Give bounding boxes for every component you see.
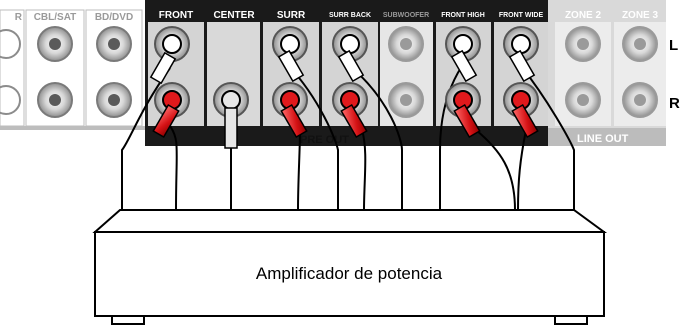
jack-cbl-sat-r	[37, 82, 73, 118]
label-left-channel: L	[669, 37, 678, 54]
cable-surrback-r	[361, 129, 367, 211]
amplifier-foot-left	[111, 315, 145, 325]
plug-center	[213, 82, 249, 149]
header-center: CENTER	[213, 10, 255, 21]
header-front: FRONT	[159, 10, 193, 21]
header-cbl-sat: CBL/SAT	[34, 12, 77, 23]
plug-front-l	[149, 26, 190, 85]
plug-fronthigh-l	[445, 26, 481, 83]
plug-frontwide-l	[503, 26, 539, 83]
header-subwoofer: SUBWOOFER	[383, 12, 429, 19]
jack-bd-dvd-l	[96, 26, 132, 62]
plug-fronthigh-r	[445, 82, 481, 139]
header-zone3: ZONE 3	[622, 10, 659, 21]
jack-icon	[0, 85, 21, 115]
power-amplifier: Amplificador de potencia	[92, 209, 608, 325]
header-surr-back: SURR BACK	[329, 12, 371, 19]
cut-column	[0, 9, 25, 127]
jack-zone2-r	[565, 82, 601, 118]
plug-surrback-l	[332, 26, 368, 83]
amplifier-top	[92, 209, 608, 233]
label-right-channel: R	[669, 95, 680, 112]
jack-subwoofer-1	[388, 26, 424, 62]
label-pre-out: PRE OUT	[300, 134, 349, 146]
cut-label: R	[15, 12, 23, 23]
empty-jacks	[0, 26, 658, 118]
jack-subwoofer-2	[388, 82, 424, 118]
header-front-wide: FRONT WIDE	[499, 12, 544, 19]
jack-zone2-l	[565, 26, 601, 62]
amplifier-label: Amplificador de potencia	[256, 264, 443, 283]
amplifier-body	[94, 231, 605, 317]
header-front-high: FRONT HIGH	[441, 12, 485, 19]
cable-fronthigh-l	[439, 65, 463, 210]
jack-zone3-r	[622, 82, 658, 118]
jack-zone3-l	[622, 26, 658, 62]
cable-surr-r	[297, 129, 301, 211]
cable-front-r	[169, 125, 178, 211]
jack-bd-dvd-r	[96, 82, 132, 118]
header-surr: SURR	[277, 10, 306, 21]
jack-cbl-sat-l	[37, 26, 73, 62]
plug-front-r	[152, 82, 190, 139]
plug-surrback-r	[332, 82, 368, 139]
left-base-strip	[0, 126, 145, 130]
amplifier-foot-right	[554, 315, 588, 325]
receiver-panel: R CBL/SAT BD/DVD FRONT CENTER SURR SURR …	[0, 0, 680, 146]
cable-fronthigh-r	[475, 129, 516, 211]
cable-surrback-l	[349, 65, 403, 210]
header-zone2: ZONE 2	[565, 10, 602, 21]
plug-surr-l	[272, 26, 308, 83]
header-bd-dvd: BD/DVD	[95, 12, 133, 23]
plug-frontwide-r	[503, 82, 539, 139]
connected-jacks	[149, 26, 539, 149]
line-out-bar	[548, 128, 666, 146]
cable-frontwide-r	[517, 129, 527, 211]
label-line-out: LINE OUT	[577, 133, 629, 145]
jack-icon	[0, 29, 21, 59]
plug-surr-r	[272, 82, 308, 139]
